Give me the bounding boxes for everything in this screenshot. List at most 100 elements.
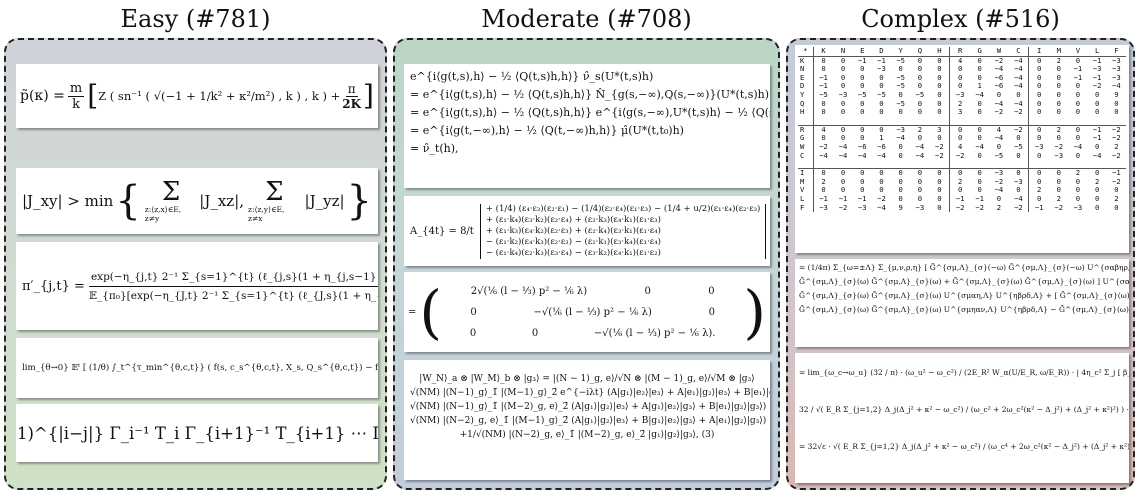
table-cell: −4 [1014,193,1023,203]
table-cell: 9 [1114,89,1119,99]
table-cell: 0 [860,64,865,74]
table-cell: −4 [1112,81,1121,91]
table-cell: 0 [1075,89,1081,99]
table-cell: 0 [917,81,923,91]
table-cell: 0 [937,202,942,212]
table-cell: 0 [891,168,911,178]
table-header-cell: H [929,46,950,57]
table-cell: −3 [1092,64,1102,74]
table-cell: 0 [840,55,846,65]
table-cell: 0 [860,185,865,195]
cplx-eq3-line: = 32√ε · √( E_R Σ_{j=1,2} Δ_j(Δ_j² + κ² … [799,442,1129,451]
table-row-header: Q [800,98,805,108]
table-cell: −4 [1014,64,1023,74]
table-cell: 0 [1016,185,1021,195]
mod-eq3-cell: 2√(⅙ (l − ⅓) p² − ⅙ λ) [470,285,588,297]
table-cell: 0 [937,193,942,203]
table-cell: 0 [1094,107,1100,117]
table-cell: 9 [898,202,903,212]
mod-eq1-line: = e^{i⟨g(t,s),h⟩ − ½ ⟨Q(t,s)h,h⟩} N̂_{g(… [410,88,770,101]
table-cell: 0 [1094,193,1100,203]
table-cell: 0 [1056,185,1061,195]
table-cell: −4 [994,133,1004,143]
table-cell: 0 [812,99,834,109]
table-cell: 2 [949,177,971,187]
table-cell: −3 [1112,64,1121,74]
table-cell: 0 [977,150,982,160]
table-cell: −2 [1112,150,1121,160]
table-cell: 4 [949,56,971,66]
table-cell: 0 [840,185,846,195]
table-cell: 0 [937,107,942,117]
eq2-term1: |J_xz|, [199,192,245,210]
eq1-frac-num: m [67,80,85,97]
table-cell: 0 [917,185,923,195]
table-header-cell: C [1008,46,1029,57]
table-cell: 0 [879,81,884,91]
table-cell: 0 [898,141,903,151]
eq1-body: Z ( sn⁻¹ ( √(−1 + 1/k² + κ²/m²) , k ) , … [98,89,341,103]
table-row-header: D [800,81,805,91]
table-cell: 0 [996,89,1002,99]
table-cell: −2 [1014,107,1023,117]
table-cell: 1 [977,81,982,91]
eq1-pi-frac: π 2K [342,82,361,111]
table-cell: 0 [929,168,950,178]
table-cell: 0 [1094,141,1100,151]
title-moderate: Moderate (#708) [481,5,692,33]
moderate-formula-2: A_{4t} = 8/t + (1/4) (ε₄·ε₃)(ε₂·ε₁) − (1… [404,196,770,266]
table-cell: −1 [812,194,834,204]
table-cell: −1 [812,82,834,91]
mod-eq3-row: 2√(⅙ (l − ⅓) p² − ⅙ λ) 0 0 [442,286,743,297]
table-cell: 2 [1114,193,1119,203]
table-cell: 0 [833,168,853,178]
eq1-pi-den: 2K [342,96,362,111]
table-cell: −6 [877,141,886,151]
title-easy: Easy (#781) [120,5,271,33]
eq3-num: exp(−η_{j,t} 2⁻¹ Σ_{s=1}^{t} (ℓ_{j,s}(1 … [88,271,378,287]
table-cell: 0 [949,124,971,135]
moderate-formula-1: e^{i⟨g(t,s),h⟩ − ½ ⟨Q(t,s)h,h⟩} ν̂_s(U*(… [404,64,770,188]
table-cell: −4 [857,150,867,160]
table-cell: 0 [917,98,923,108]
table-cell: 0 [917,133,923,143]
table-cell: 4 [949,142,971,152]
table-cell: 0 [1028,108,1050,117]
panel-easy: p̃(κ) = m k [ Z ( sn⁻¹ ( √(−1 + 1/k² + κ… [4,38,387,490]
mod-eq4-line: √(NM) |(N−1)_g⟩_1̄ |(M−2)_g, e⟩_2̄ (A|g₁… [410,402,767,412]
table-cell: 0 [840,64,846,74]
table-cell: −4 [1014,98,1023,108]
table-cell: −2 [994,176,1004,186]
mod-eq3-paren-open: ( [419,278,443,346]
table-cell: 0 [812,108,834,117]
table-cell: −5 [877,89,886,99]
table-cell: 0 [1114,107,1119,117]
table-cell: 0 [1016,150,1021,160]
table-cell: 2 [1114,141,1119,151]
table-header-cell: Q [910,46,930,57]
table-cell: 0 [937,89,942,99]
table-cell: −3 [812,203,834,213]
table-cell: 0 [871,124,892,135]
table-cell: 0 [860,81,865,91]
table-cell: 0 [1075,150,1081,160]
table-cell: 0 [852,124,872,135]
easy-formula-5: G_n(i, j) = (−1)^{|i−j|} Γ_i⁻¹ T_i Γ_{i+… [16,404,378,462]
table-cell: −2 [935,141,944,151]
table-cell: −3 [857,202,867,212]
table-cell: −2 [1106,124,1126,135]
eq2-sum1: Σ z:⟨z,x⟩∈E, z≠y [145,179,197,223]
table-group-gap [798,116,1126,126]
table-cell: 0 [1049,168,1069,178]
table-cell: −5 [915,89,925,99]
table-cell: 0 [1114,202,1119,212]
